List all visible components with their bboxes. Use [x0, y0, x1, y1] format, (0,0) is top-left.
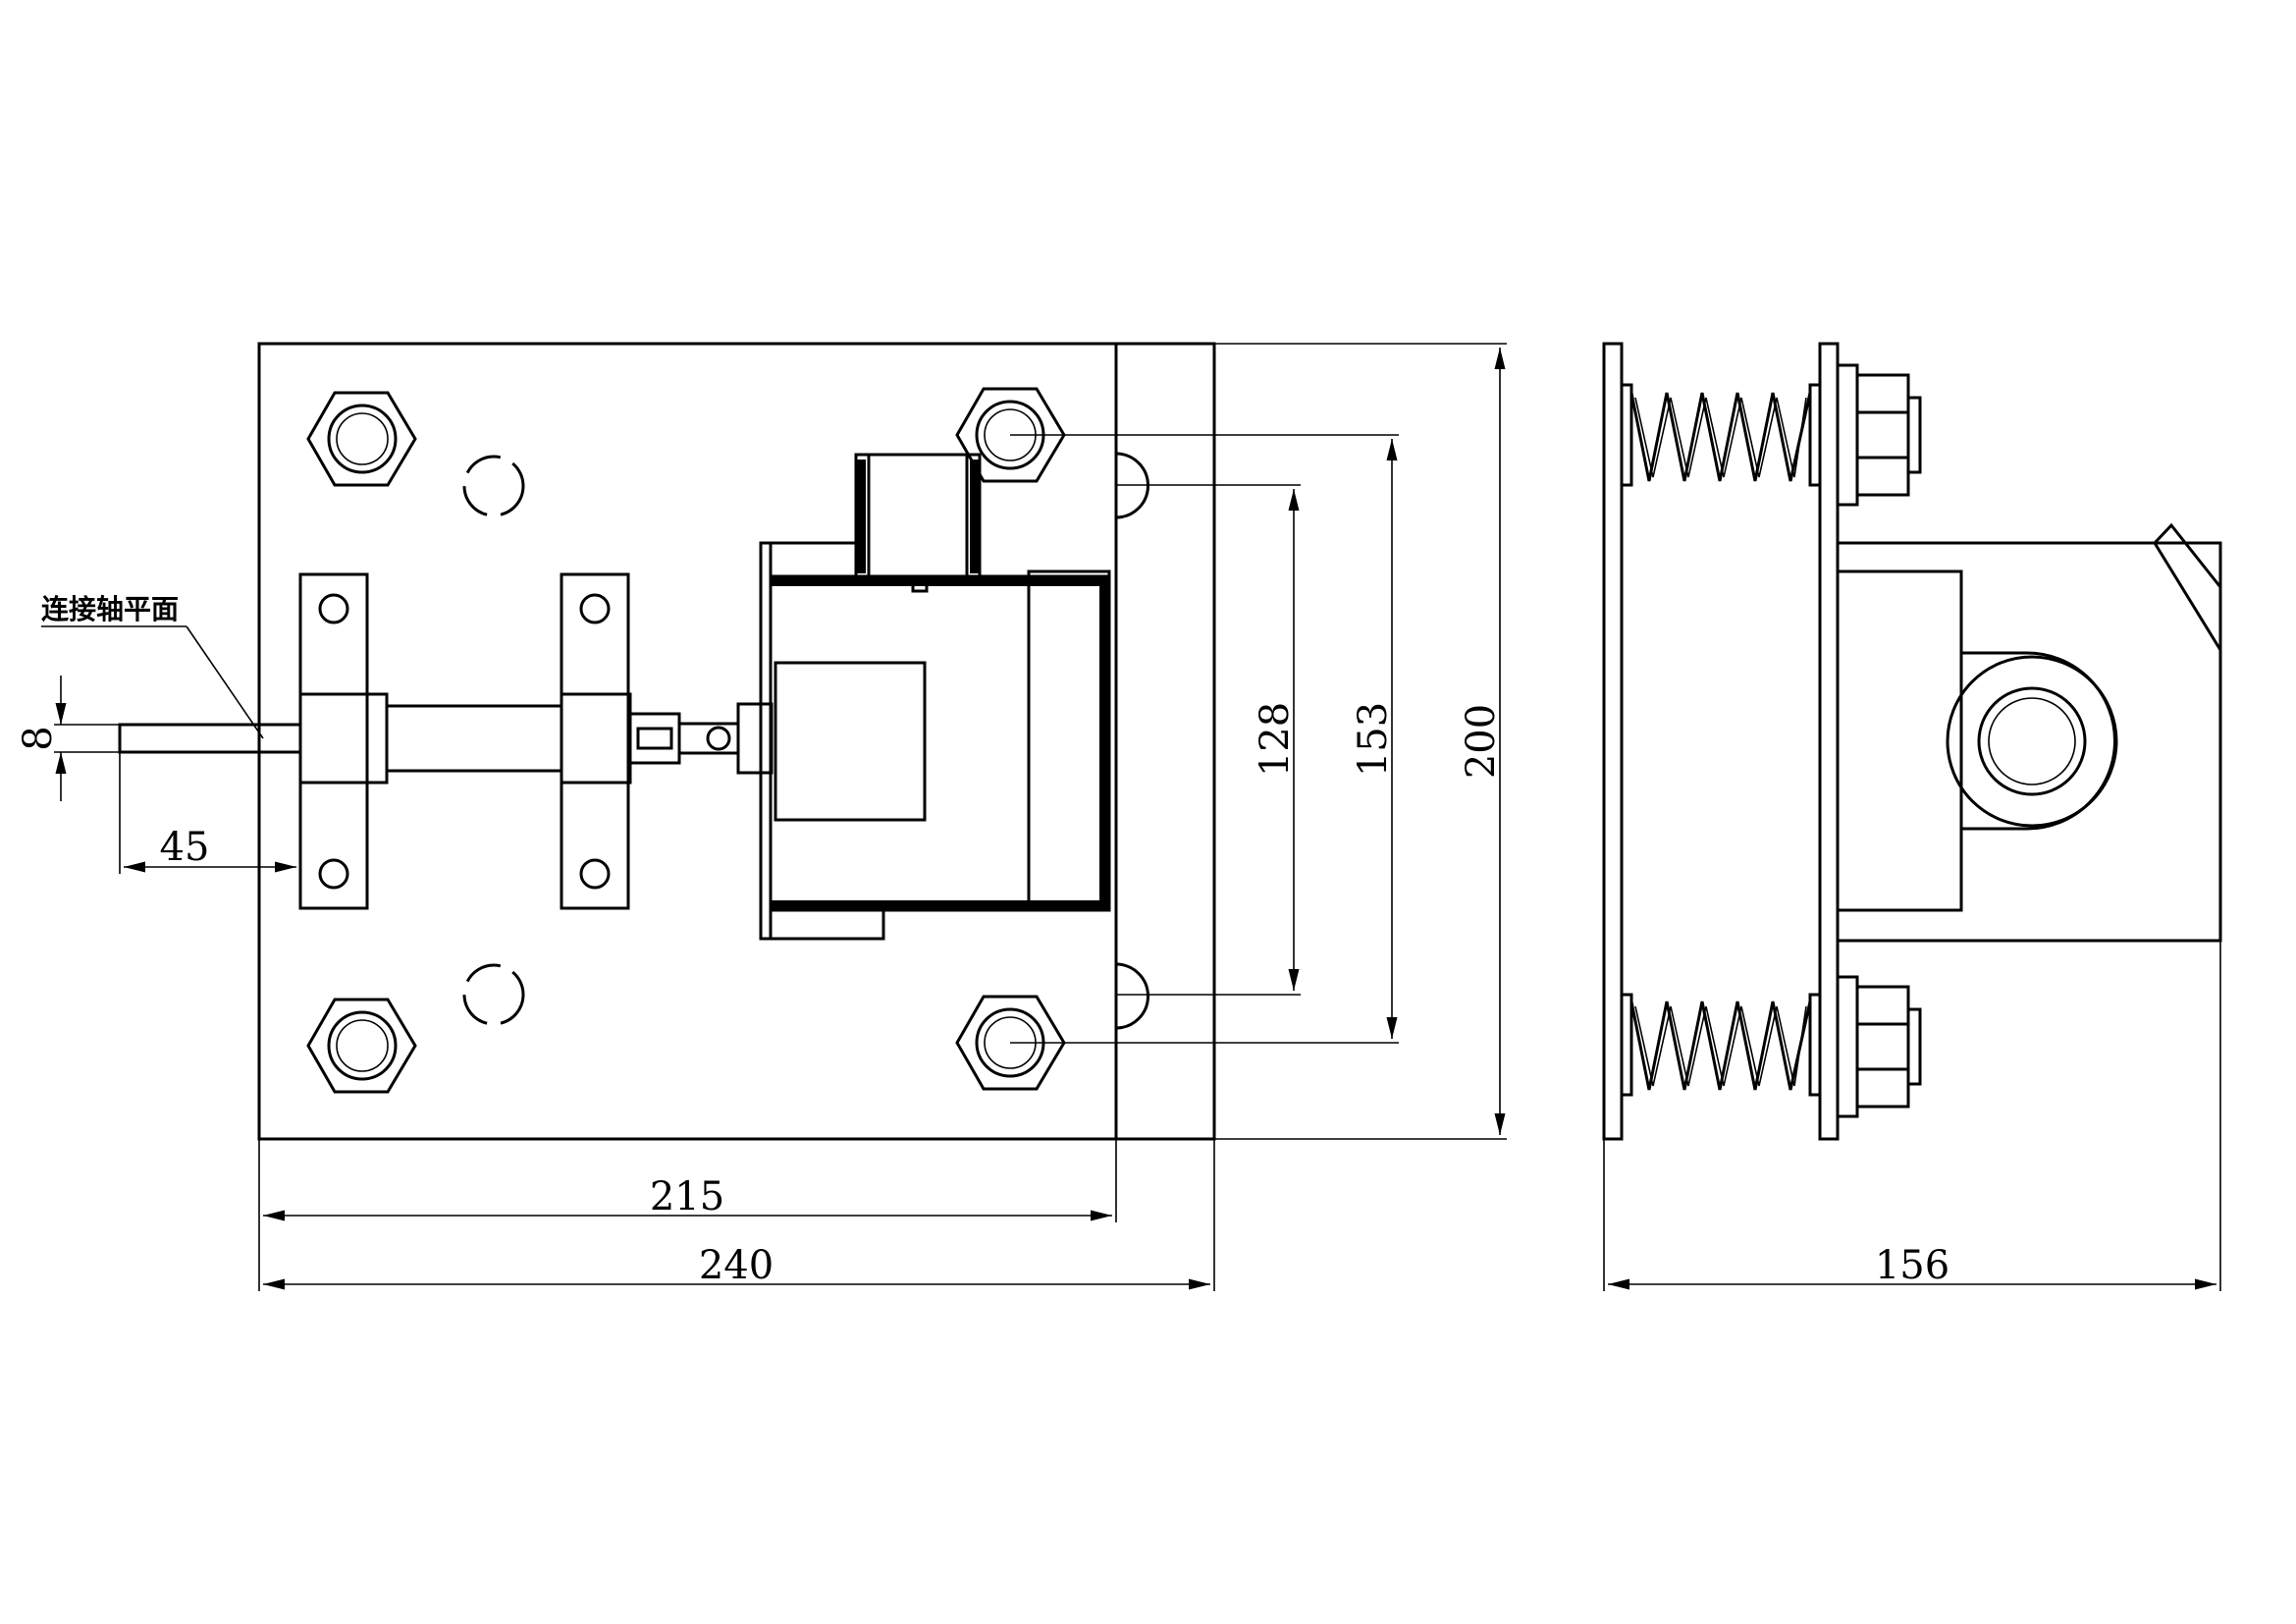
- dim-label-total-height: 200: [1459, 704, 1504, 779]
- dim-label-side-depth: 156: [1875, 1243, 1949, 1288]
- dim-label-shaft-length: 45: [160, 825, 210, 870]
- dim-side-depth: 156: [1603, 941, 2221, 1291]
- side-coil-body: [1836, 522, 2222, 943]
- spring-bottom: [1620, 993, 1822, 1097]
- dim-label-inner-width: 215: [650, 1174, 724, 1219]
- bearing-block-right: [560, 572, 630, 910]
- annotation-text: 连接轴平面: [41, 593, 179, 625]
- dim-shaft-length: 45: [119, 752, 296, 874]
- connecting-shaft: [118, 692, 774, 785]
- side-nut-bottom: [1836, 975, 1922, 1118]
- hidden-hole-top: [462, 455, 525, 517]
- dim-label-hole-spacing-large: 153: [1351, 702, 1396, 777]
- hidden-hole-bottom: [462, 963, 525, 1026]
- dim-inner-width: 215: [258, 1139, 1117, 1291]
- dim-label-shaft-width: 8: [16, 726, 61, 750]
- bearing-block-left: [298, 572, 369, 910]
- dim-shaft-width: 8: [16, 676, 120, 801]
- edge-slot-bottom: [1115, 962, 1149, 1030]
- dim-hole-spacing-large: 153: [1010, 434, 1399, 1044]
- coil-housing: [759, 453, 1111, 941]
- spring-top: [1620, 383, 1822, 487]
- dim-total-width: 240: [263, 1139, 1215, 1291]
- base-plate: [257, 342, 1216, 1141]
- side-nut-top: [1836, 363, 1922, 507]
- side-right-plate: [1818, 342, 1840, 1141]
- dim-label-hole-spacing-small: 128: [1253, 702, 1298, 777]
- front-view: 8 45 连接轴平面 215 240: [16, 342, 1507, 1291]
- dim-hole-spacing-small: 128: [1116, 484, 1301, 996]
- dim-total-height: 200: [1214, 343, 1507, 1140]
- dim-label-total-width: 240: [699, 1243, 774, 1288]
- hex-nut-bottom-left: [306, 998, 417, 1094]
- hex-nut-top-left: [306, 391, 417, 487]
- annotation-connecting-shaft-plane: 连接轴平面: [41, 593, 264, 739]
- side-view: 156: [1602, 342, 2222, 1291]
- side-left-plate: [1602, 342, 1624, 1141]
